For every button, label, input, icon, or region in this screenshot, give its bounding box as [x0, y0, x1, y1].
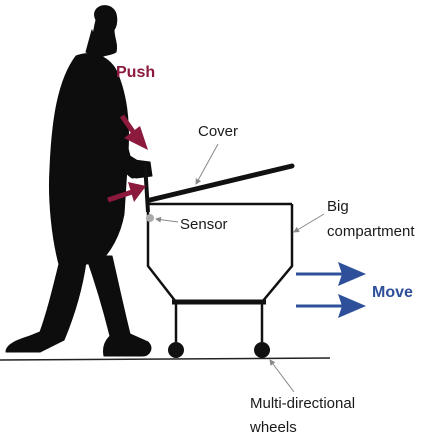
wheels-label-line2: wheels [250, 419, 297, 436]
wheel-right-icon [254, 342, 270, 358]
sensor-leader [155, 216, 179, 223]
wheels-leader [269, 359, 295, 393]
push-label: Push [116, 64, 156, 81]
push-arrow-lower-head [128, 182, 146, 202]
move-arrow-upper-head [338, 262, 366, 286]
move-arrows [296, 262, 366, 318]
cover-leader [195, 143, 219, 185]
compartment-leader [293, 213, 325, 233]
wheel-left-icon [168, 342, 184, 358]
cart-handle [143, 162, 150, 213]
push-arrow-upper-head [124, 126, 148, 150]
person-silhouette [5, 5, 153, 357]
wheels-label-line1: Multi-directional [250, 395, 356, 412]
cart-cover [147, 163, 295, 203]
sensor-label: Sensor [180, 216, 228, 233]
cover-label: Cover [198, 123, 239, 140]
move-label: Move [372, 284, 413, 301]
big-compartment-label-line1: Big [327, 198, 349, 215]
push-arrows [107, 114, 148, 203]
big-compartment-label-line2: compartment [327, 223, 415, 240]
sensor-icon [146, 214, 154, 222]
push-arrow-lower [107, 189, 133, 203]
move-arrow-lower-head [338, 294, 366, 318]
ground-line [0, 357, 331, 361]
